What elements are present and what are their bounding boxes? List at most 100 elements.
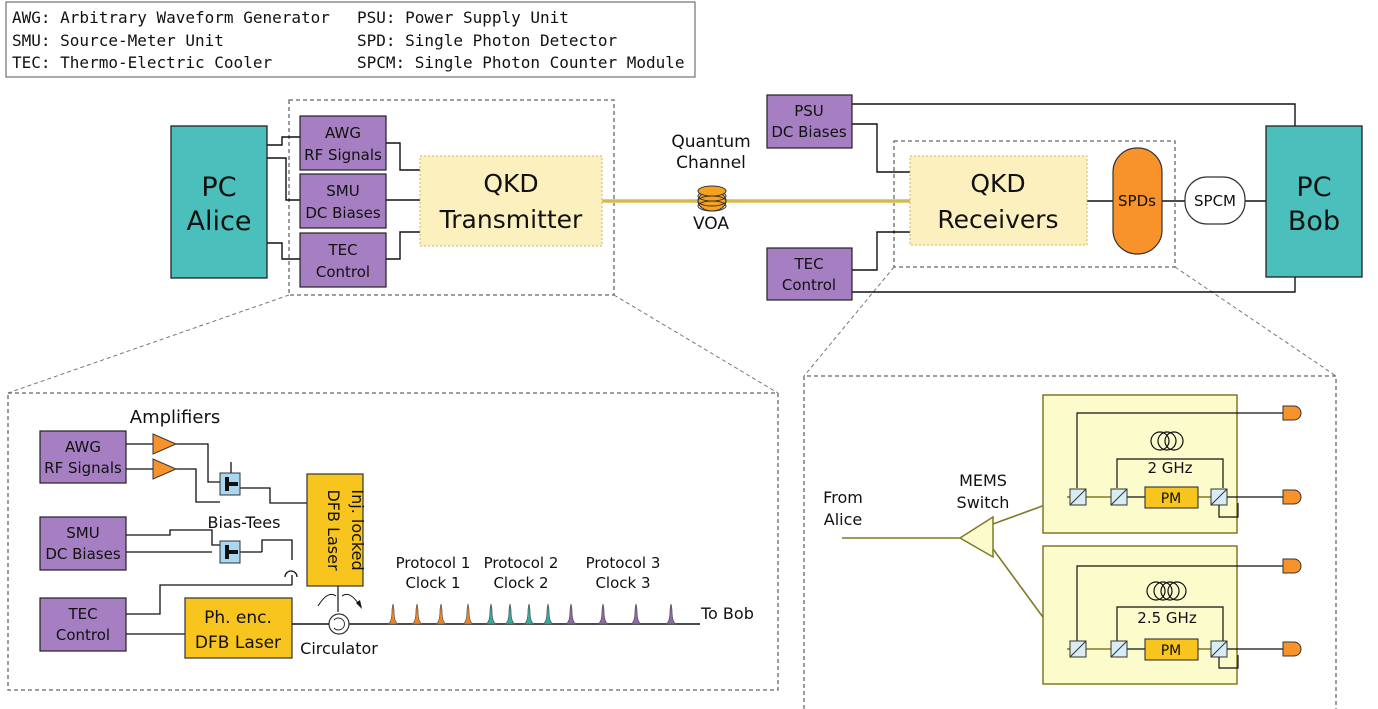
bias-tees-label: Bias-Tees [208,513,281,532]
pm-1-label: PM [1161,491,1182,507]
tec-box-top-bob: TEC Control [766,247,853,301]
legend-smu: SMU: Source-Meter Unit [12,31,224,50]
pulse-train [387,603,677,625]
protocol-2-line1: Protocol 2 [484,554,559,572]
smu-detail-line2: DC Biases [45,545,120,563]
optical-pulse [597,603,609,625]
tec-box-detail: TEC Control [39,597,127,652]
optical-pulse [411,603,423,625]
awg-box-detail: AWG RF Signals [39,430,127,484]
tec-bob-line1: TEC [793,255,823,273]
legend-spcm: SPCM: Single Photon Counter Module [357,53,685,72]
qkd-rx-line1: QKD [970,169,1025,198]
mems-line1: MEMS [959,471,1007,490]
inj-locked-laser [306,473,364,587]
awg-box-top: AWG RF Signals [299,115,387,171]
delay-line-2-icon [1146,581,1187,601]
from-alice-line2: Alice [824,510,862,529]
tec-bob-line2: Control [782,276,836,294]
rx-detail-panel [803,375,1337,709]
spcm-module [1184,176,1246,225]
circulator-label: Circulator [300,639,378,658]
detector-2b-icon [1282,641,1302,657]
pc-bob [1265,125,1363,278]
quantum-channel-line2: Channel [676,153,746,173]
mems-switch-icon [958,515,994,559]
beam-splitter-1c [1210,488,1228,506]
beam-splitter-1a [1069,488,1087,506]
detector-1a-icon [1282,405,1302,421]
tec-alice-line1: TEC [327,241,357,259]
optical-pulse [542,603,554,625]
delay-line-1-icon [1150,431,1184,451]
optical-pulse [523,603,535,625]
from-alice-line1: From [823,488,863,507]
smu-detail-line1: SMU [66,524,99,542]
phase-modulator-2 [1144,638,1199,661]
phase-modulator-1 [1144,486,1199,509]
qkd-rx-line2: Receivers [937,205,1058,234]
tx-zoom-box [288,99,615,296]
beam-splitter-2a [1069,640,1087,658]
voa-spool [697,185,727,212]
spds-label: SPDs [1118,192,1156,210]
legend-psu: PSU: Power Supply Unit [357,8,569,27]
legend-awg: AWG: Arbitrary Waveform Generator [12,8,330,27]
bias-tee-1-icon [219,472,241,496]
tec-detail-line1: TEC [67,605,97,623]
optical-pulse [565,603,577,625]
pc-alice-line1: PC [201,172,236,203]
inj-laser-line2: DFB Laser [324,489,343,570]
amplifier-2-icon [152,458,178,480]
protocol-2-line2: Clock 2 [493,574,548,592]
qkd-tx-line2: Transmitter [439,205,583,234]
awg-detail-line1: AWG [65,438,101,456]
optical-pulse [435,603,447,625]
psu-line2: DC Biases [771,123,846,141]
qkd-receivers [909,155,1088,246]
tec-detail-line2: Control [56,626,110,644]
amplifiers-label: Amplifiers [130,407,220,428]
protocol-1-line2: Clock 1 [405,574,460,592]
phase-enc-laser [184,597,293,659]
delay-2-label: 2.5 GHz [1137,609,1197,627]
legend-spd: SPD: Single Photon Detector [357,31,617,50]
pc-bob-line1: PC [1296,172,1331,203]
tx-detail-panel [7,392,779,691]
delay-1-label: 2 GHz [1147,459,1192,477]
smu-box-detail: SMU DC Biases [39,516,127,571]
interferometer-2: 2.5 GHz PM [1042,545,1302,685]
detector-2a-icon [1282,558,1302,574]
protocol-3-line2: Clock 3 [595,574,650,592]
voa-label: VOA [693,214,729,234]
optical-pulse [504,603,516,625]
legend-tec: TEC: Thermo-Electric Cooler [12,53,272,72]
spds-module [1112,147,1163,255]
tec-alice-line2: Control [316,263,370,281]
psu-line1: PSU [794,102,824,120]
protocol-1-line1: Protocol 1 [396,554,471,572]
beam-splitter-2b [1110,640,1128,658]
pm-2-label: PM [1161,643,1182,659]
smu-top-line1: SMU [326,182,359,200]
awg-top-line1: AWG [325,124,361,142]
ph-laser-line2: DFB Laser [195,633,281,653]
smu-top-line2: DC Biases [305,204,380,222]
optical-pulse [665,603,677,625]
beam-splitter-1b [1110,488,1128,506]
amplifier-1-icon [152,433,178,455]
mems-line2: Switch [957,493,1010,512]
rx-zoom-box [893,140,1176,268]
to-bob-label: To Bob [700,604,754,623]
beam-splitter-2c [1210,640,1228,658]
optical-pulse [462,603,474,625]
tec-box-top-alice: TEC Control [299,232,387,288]
awg-detail-line2: RF Signals [44,459,122,477]
pc-alice [170,125,268,279]
protocol-3-line1: Protocol 3 [586,554,661,572]
abbreviation-legend: AWG: Arbitrary Waveform Generator SMU: S… [5,1,696,78]
pc-alice-line2: Alice [187,206,252,237]
optical-pulse [630,603,642,625]
bias-tee-2-icon [219,540,241,564]
